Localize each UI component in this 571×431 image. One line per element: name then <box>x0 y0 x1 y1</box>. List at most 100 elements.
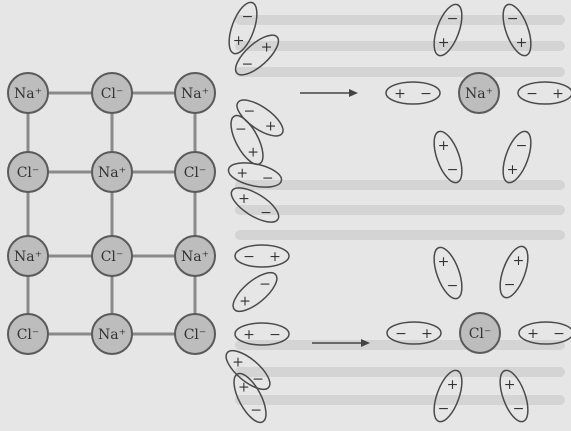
plus-sign: + <box>238 380 250 396</box>
water-molecule-outline <box>225 349 271 391</box>
plus-sign: + <box>233 33 245 49</box>
hydrated-cl-ion: Cl⁻ <box>459 312 501 354</box>
water-molecule-outline <box>234 34 280 76</box>
water-molecule-outline <box>386 321 442 345</box>
water-molecule-outline <box>230 187 280 223</box>
minus-sign: − <box>447 278 459 294</box>
minus-sign: − <box>507 11 519 27</box>
water-molecule-outline <box>433 3 463 57</box>
minus-sign: − <box>241 57 253 73</box>
water-molecule: +− <box>518 321 571 345</box>
plus-sign: + <box>269 249 281 265</box>
water-molecule-outline <box>385 81 441 105</box>
plus-sign: + <box>438 138 450 154</box>
ion-label-r1-c0: Cl⁻ <box>17 165 40 181</box>
plus-sign: + <box>238 191 250 207</box>
water-molecule: +− <box>433 3 463 57</box>
water-molecule: −+ <box>234 244 290 268</box>
plus-sign: + <box>236 165 248 181</box>
water-molecule-outline <box>228 1 258 55</box>
ion-label-r2-c1: Cl⁻ <box>101 249 124 265</box>
arrows <box>300 89 370 347</box>
minus-sign: − <box>252 371 264 387</box>
ion-r1-c1 <box>91 151 133 193</box>
water-molecule-outline <box>518 321 571 345</box>
minus-sign: − <box>526 86 538 102</box>
water-molecule-outline <box>234 322 290 346</box>
minus-sign: − <box>243 104 255 120</box>
minus-sign: − <box>553 326 565 342</box>
water-molecule-outline <box>227 162 283 188</box>
water-molecule: +− <box>385 81 441 105</box>
plus-sign: + <box>438 35 450 51</box>
plus-sign: + <box>507 162 519 178</box>
ion-r1-c0 <box>7 151 49 193</box>
ion-r0-c1 <box>91 72 133 114</box>
minus-sign: − <box>235 122 247 138</box>
plus-sign: + <box>438 254 450 270</box>
plus-sign: + <box>513 253 525 269</box>
arrow-bottom-head <box>361 339 370 347</box>
water-molecule: −+ <box>386 321 442 345</box>
ion-label-r0-c2: Na⁺ <box>181 86 209 102</box>
water-molecule: −+ <box>517 81 571 105</box>
arrow-top-head <box>349 89 358 97</box>
water-molecule: −+ <box>502 3 532 57</box>
minus-sign: − <box>420 86 432 102</box>
ion-r0-c2 <box>174 72 216 114</box>
hydrated-cl-label: Cl⁻ <box>469 326 492 342</box>
ion-label-r2-c2: Na⁺ <box>181 249 209 265</box>
ion-r0-c0 <box>7 72 49 114</box>
water-molecule-outline <box>230 114 264 166</box>
water-molecule-outline <box>234 244 290 268</box>
background-text-lines <box>235 15 565 405</box>
minus-sign: − <box>243 249 255 265</box>
minus-sign: − <box>262 171 274 187</box>
ion-r1-c2 <box>174 151 216 193</box>
water-molecule: −+ <box>502 130 532 184</box>
ion-label-r0-c0: Na⁺ <box>14 86 42 102</box>
plus-sign: + <box>504 377 516 393</box>
plus-sign: + <box>516 35 528 51</box>
water-dipoles: +−−+−+−++−+−−++−+−+−+−+−−++−−++−−+−++−−+… <box>225 1 571 424</box>
water-molecule-outline <box>502 130 532 184</box>
ion-r2-c1 <box>91 235 133 277</box>
water-molecule: +− <box>499 369 529 423</box>
water-molecule: +− <box>433 130 463 184</box>
plus-sign: + <box>527 326 539 342</box>
ion-r3-c2 <box>174 313 216 355</box>
lattice-ions <box>7 72 216 355</box>
plus-sign: + <box>243 327 255 343</box>
minus-sign: − <box>516 138 528 154</box>
water-molecule-outline <box>433 369 463 423</box>
lattice-bonds <box>26 91 197 336</box>
plus-sign: + <box>239 293 251 309</box>
water-molecule-outline <box>233 372 267 424</box>
water-molecule: −+ <box>234 34 280 76</box>
plus-sign: + <box>261 39 273 55</box>
ion-r3-c1 <box>91 313 133 355</box>
water-molecule: +− <box>433 369 463 423</box>
water-molecule: −+ <box>230 114 264 166</box>
minus-sign: − <box>513 401 525 417</box>
ion-r2-c2 <box>174 235 216 277</box>
minus-sign: − <box>447 162 459 178</box>
ion-label-r3-c2: Cl⁻ <box>184 327 207 343</box>
ion-label-r3-c0: Cl⁻ <box>17 327 40 343</box>
water-molecule-outline <box>502 3 532 57</box>
plus-sign: + <box>447 377 459 393</box>
water-molecule: −+ <box>499 245 529 299</box>
plus-sign: + <box>265 118 277 134</box>
ion-label-r1-c2: Cl⁻ <box>184 165 207 181</box>
minus-sign: − <box>269 327 281 343</box>
ion-label-r2-c0: Na⁺ <box>14 249 42 265</box>
hydrated-na-label: Na⁺ <box>465 86 493 102</box>
plus-sign: + <box>421 326 433 342</box>
water-molecule-outline <box>517 81 571 105</box>
ion-label-r3-c1: Na⁺ <box>98 327 126 343</box>
plus-sign: + <box>232 355 244 371</box>
hydrated-na-ion: Na⁺ <box>458 72 500 114</box>
water-molecule: +− <box>234 322 290 346</box>
